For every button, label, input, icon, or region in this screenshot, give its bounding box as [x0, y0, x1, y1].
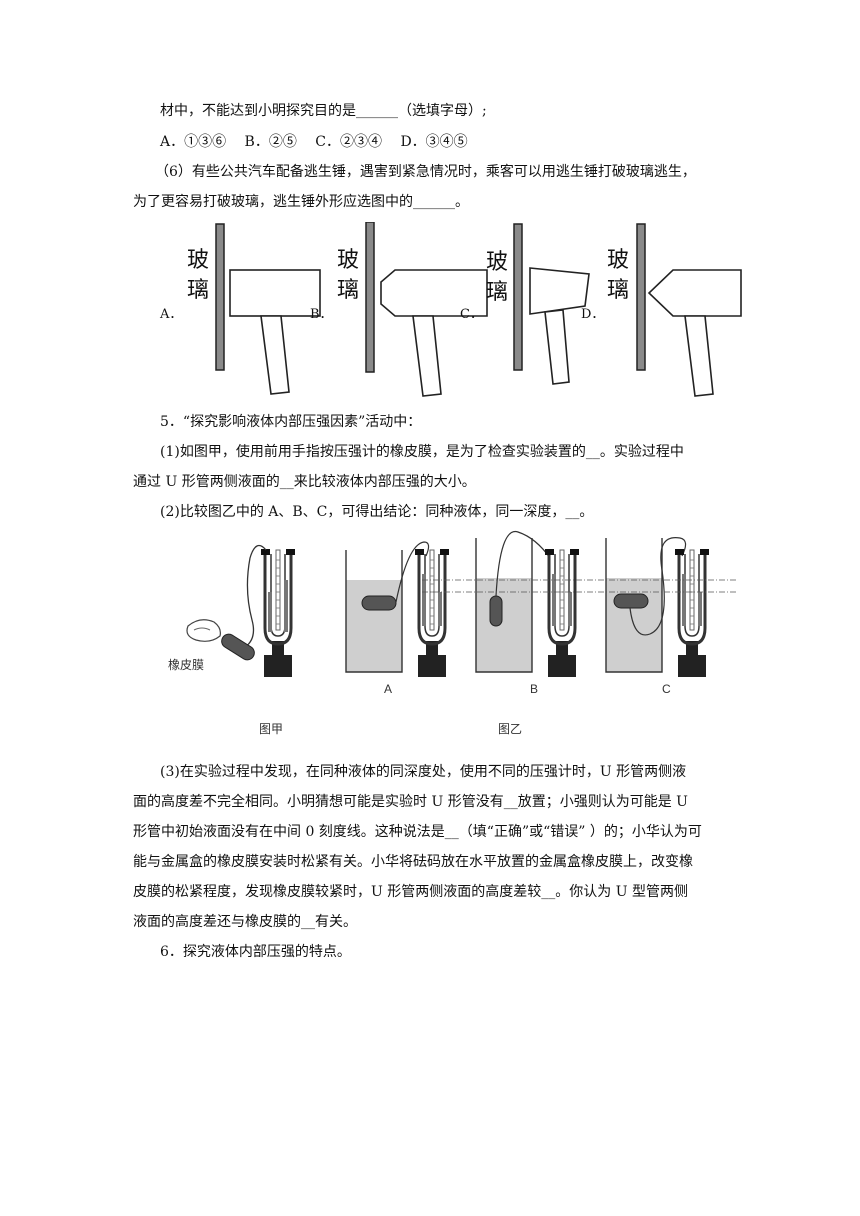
- hammer-option-b: [365, 221, 488, 397]
- hammer-option-a: [215, 223, 321, 395]
- figure-yi-c: [605, 537, 711, 679]
- q4-text-line: 材中，不能达到小明探究目的是______（选填字母）;: [160, 103, 487, 119]
- q4-part6-line2: 为了更容易打破玻璃，逃生锤外形应选图中的______。: [133, 194, 469, 210]
- membrane-label: 橡皮膜: [168, 658, 205, 672]
- sub-label-b: B: [530, 682, 539, 696]
- pressure-gauge-diagram: [186, 530, 738, 679]
- pressure-gauge-figure: [160, 530, 740, 700]
- hammer-option-d: [636, 223, 742, 397]
- q5-part3-line3: 形管中初始液面没有在中间 0 刻度线。这种说法是__（填“正确”或“错误” ）的…: [133, 824, 702, 840]
- figure-jia: [186, 544, 297, 679]
- hammer-letter-a: A．: [160, 307, 183, 322]
- figure-yi-a: [345, 541, 451, 679]
- q5-part3-line2: 面的高度差不完全相同。小明猜想可能是实验时 U 形管没有__放置；小强则认为可能…: [133, 794, 688, 810]
- hammer-diagram: [215, 221, 742, 397]
- q4-options: A．①③⑥ B．②⑤ C．②③④ D．③④⑤: [160, 134, 468, 150]
- figure-yi-b: [475, 530, 581, 679]
- q5-part1-line1: (1)如图甲，使用前用手指按压强计的橡皮膜，是为了检查实验装置的__。实验过程中: [160, 444, 684, 460]
- q5-part3-line6: 液面的高度差还与橡皮膜的__有关。: [133, 914, 357, 930]
- q5-part1-line2: 通过 U 形管两侧液面的__来比较液体内部压强的大小。: [133, 474, 476, 490]
- q6-title: 6．探究液体内部压强的特点。: [160, 944, 351, 960]
- q4-part6-line1: （6）有些公共汽车配备逃生锤，遇害到紧急情况时，乘客可以用逃生锤打破玻璃逃生，: [155, 164, 696, 180]
- hammer-letter-b: B．: [310, 307, 333, 322]
- glass-label-d: 玻璃: [607, 248, 630, 303]
- fig-yi-caption: 图乙: [498, 722, 523, 736]
- q5-part3-line1: (3)在实验过程中发现，在同种液体的同深度处，使用不同的压强计时，U 形管两侧液: [160, 764, 687, 780]
- glass-label-a: 玻璃: [187, 248, 210, 303]
- q5-part2: (2)比较图乙中的 A、B、C，可得出结论：同种液体，同一深度，__。: [160, 504, 594, 520]
- q5-title: 5．“探究影响液体内部压强因素”活动中：: [160, 414, 422, 430]
- hammer-figure: [155, 221, 745, 402]
- sub-label-a: A: [384, 682, 393, 696]
- hammer-letter-c: C．: [460, 307, 483, 322]
- fig-jia-caption: 图甲: [259, 722, 284, 736]
- hammer-letter-d: D．: [581, 307, 605, 322]
- glass-label-c: 玻璃: [486, 250, 509, 305]
- q5-part3-line4: 能与金属盒的橡皮膜安装时松紧有关。小华将砝码放在水平放置的金属盒橡皮膜上，改变橡: [133, 854, 693, 870]
- glass-label-b: 玻璃: [337, 248, 360, 303]
- sub-label-c: C: [662, 682, 671, 696]
- hammer-option-c: [513, 223, 590, 385]
- q5-part3-line5: 皮膜的松紧程度，发现橡皮膜较紧时，U 形管两侧液面的高度差较__。你认为 U 型…: [133, 884, 688, 900]
